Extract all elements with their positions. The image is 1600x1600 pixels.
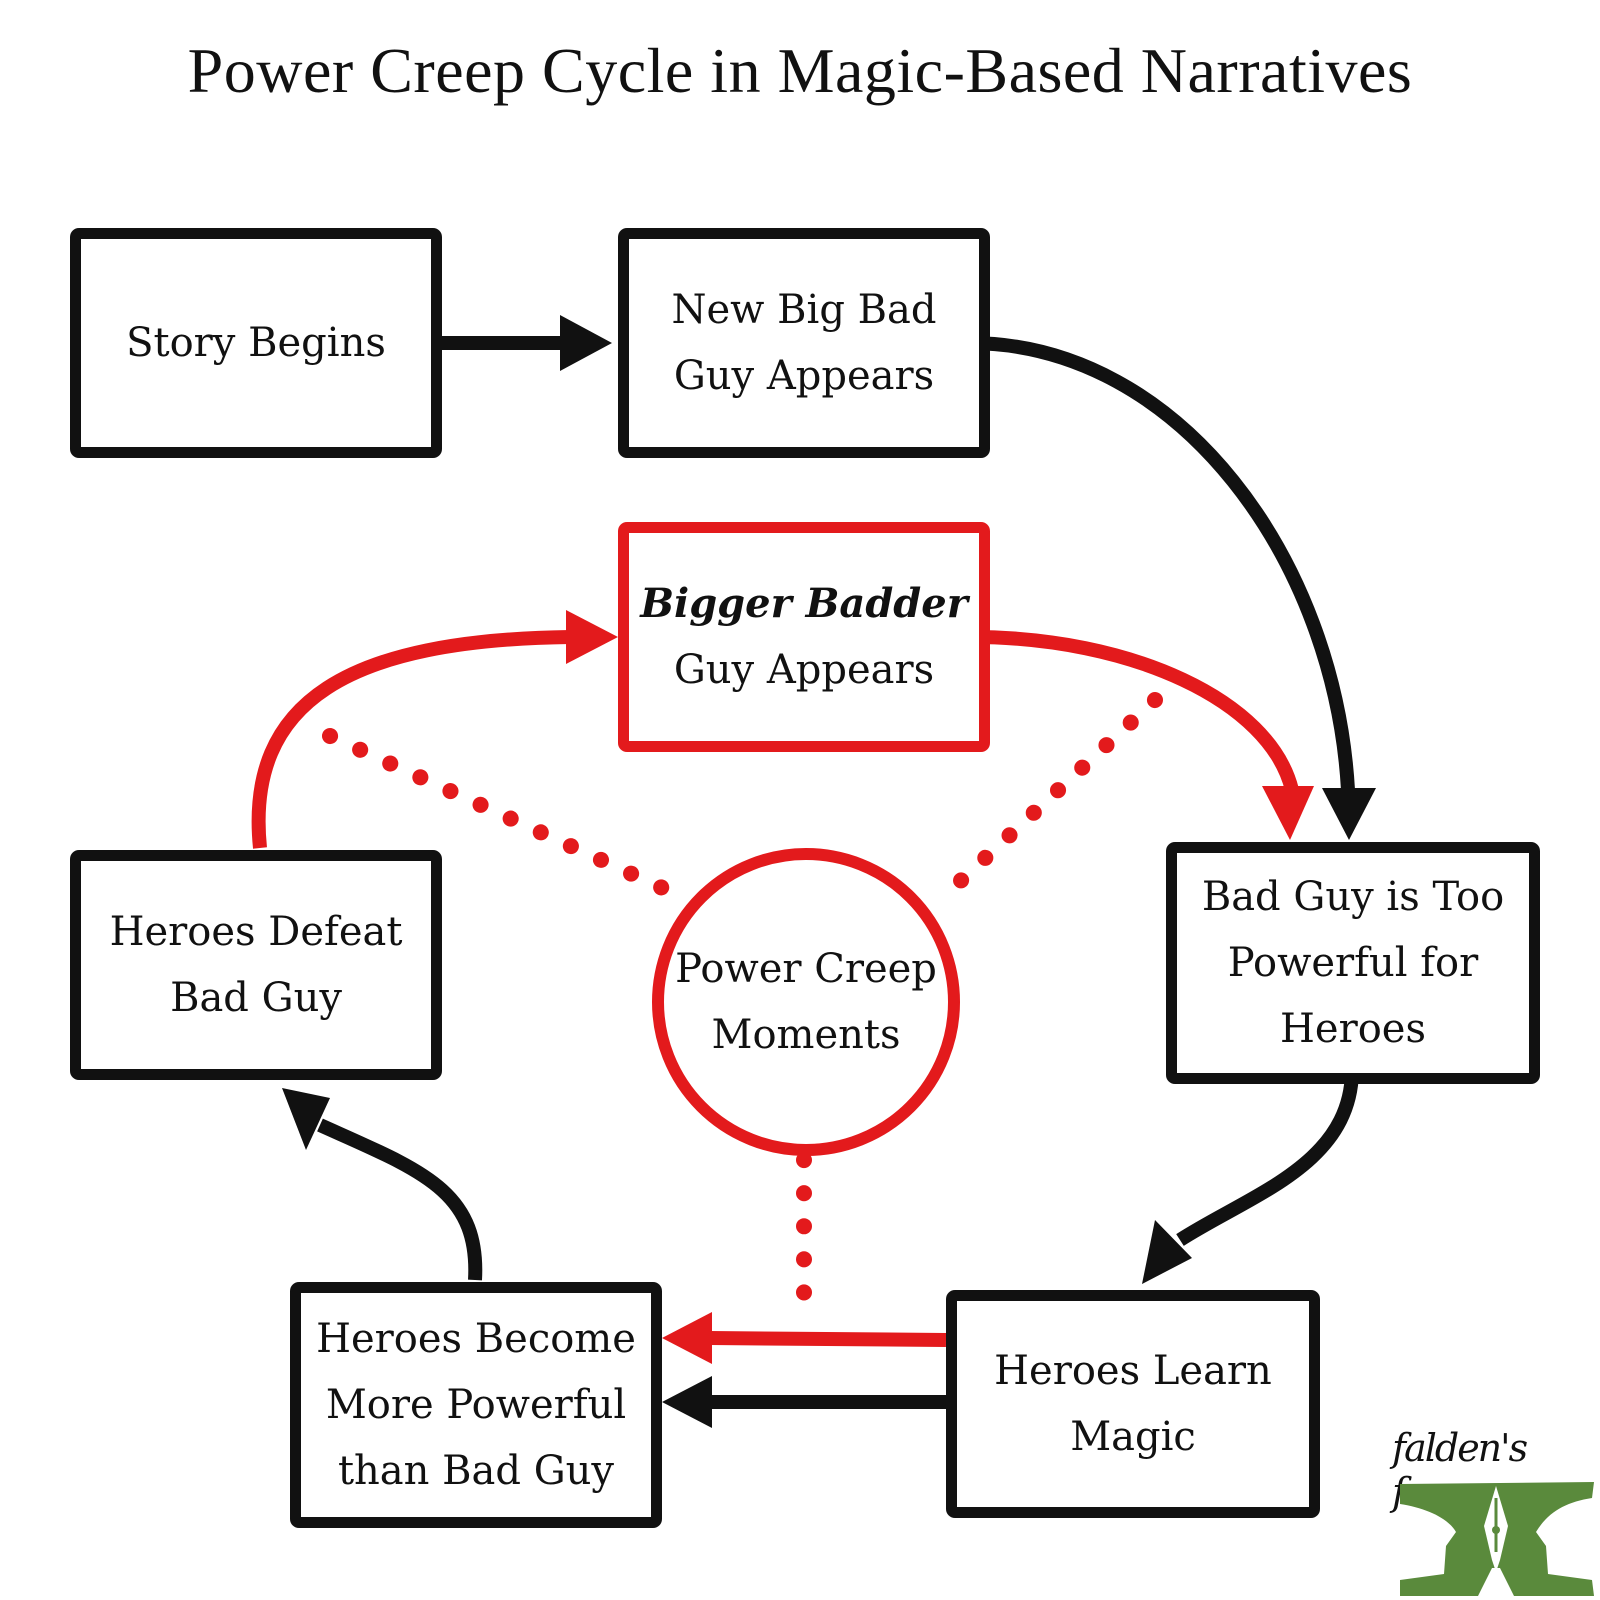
node-heroes-become-more-powerful: Heroes Become More Powerful than Bad Guy xyxy=(290,1282,662,1528)
arrowhead-defeat-to-bigger xyxy=(566,610,618,664)
node-bad-guy-too-powerful: Bad Guy is Too Powerful for Heroes xyxy=(1166,842,1540,1084)
node-become-powerful-line-2: More Powerful xyxy=(325,1382,627,1428)
arrow-newbad-to-toopowerful xyxy=(971,336,1355,791)
arrowhead-learn-to-become-red xyxy=(662,1312,712,1364)
node-new-big-bad-guy-line-2: Guy Appears xyxy=(673,353,935,399)
node-new-big-bad-guy: New Big Bad Guy Appears xyxy=(618,228,990,458)
arrow-toopowerful-to-learn xyxy=(1176,1071,1359,1246)
node-too-powerful-line-3: Heroes xyxy=(1280,1006,1426,1052)
node-story-begins-line-1: Story Begins xyxy=(126,320,386,366)
arrow-defeat-to-bigger xyxy=(251,630,571,849)
arrow-bigger-to-toopowerful xyxy=(971,630,1299,792)
diagram-title: Power Creep Cycle in Magic-Based Narrati… xyxy=(187,35,1413,106)
node-heroes-learn-magic: Heroes Learn Magic xyxy=(946,1290,1320,1518)
arrowhead-learn-to-become-black xyxy=(662,1376,712,1428)
node-power-creep-moments: Power Creep Moments xyxy=(652,848,960,1156)
node-bigger-badder-guy: Bigger Badder Guy Appears xyxy=(618,522,990,752)
node-become-powerful-line-1: Heroes Become xyxy=(316,1316,636,1362)
arrowhead-start-to-newbad xyxy=(560,315,612,371)
arrowhead-newbad-to-toopowerful xyxy=(1322,788,1376,840)
node-learn-magic-line-2: Magic xyxy=(1070,1414,1196,1460)
node-story-begins: Story Begins xyxy=(70,228,442,458)
arrowhead-toopowerful-to-learn xyxy=(1142,1220,1192,1284)
node-new-big-bad-guy-line-1: New Big Bad xyxy=(671,287,937,333)
node-learn-magic-line-1: Heroes Learn xyxy=(994,1348,1272,1394)
arrow-become-to-defeat xyxy=(317,1118,483,1281)
arrowhead-become-to-defeat xyxy=(282,1088,330,1150)
node-too-powerful-line-1: Bad Guy is Too xyxy=(1201,874,1505,920)
node-bigger-badder-emphasis: Bigger Badder xyxy=(640,580,968,627)
node-bigger-badder-line-1: Guy Appears xyxy=(673,647,935,693)
node-become-powerful-line-3: than Bad Guy xyxy=(337,1448,615,1494)
dotted-link-left xyxy=(322,728,688,904)
node-too-powerful-line-2: Powerful for xyxy=(1227,940,1479,986)
node-defeat-line-2: Bad Guy xyxy=(170,975,342,1021)
node-power-creep-line-2: Moments xyxy=(711,1012,901,1058)
node-power-creep-line-1: Power Creep xyxy=(675,946,937,992)
arrowhead-bigger-to-toopowerful xyxy=(1262,786,1314,840)
anvil-pen-icon xyxy=(1400,1482,1594,1596)
node-heroes-defeat-bad-guy: Heroes Defeat Bad Guy xyxy=(70,850,442,1080)
arrow-learn-to-become-red xyxy=(709,1331,947,1347)
node-defeat-line-1: Heroes Defeat xyxy=(109,909,403,955)
